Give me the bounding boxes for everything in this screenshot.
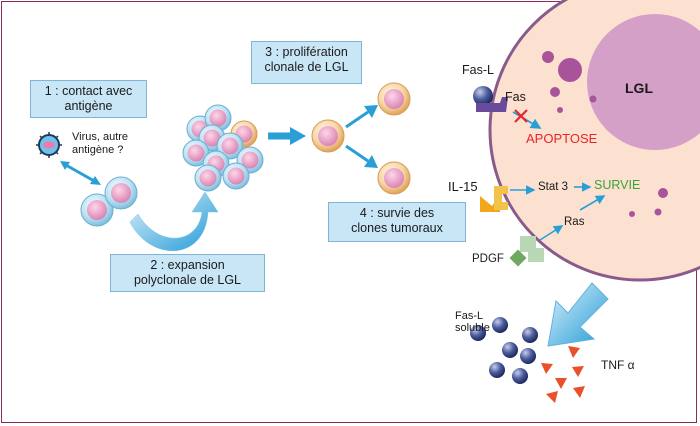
lgl-cell <box>488 0 700 282</box>
clone-branch-arrows <box>345 105 378 168</box>
fas-label: Fas <box>505 90 526 104</box>
step2-box: 2 : expansion polyclonale de LGL <box>110 254 265 292</box>
ras-label: Ras <box>564 216 585 228</box>
step1-box: 1 : contact avec antigène <box>30 80 147 118</box>
tnf-alpha-triangles <box>541 346 585 403</box>
lgl-cluster-polyclonal <box>182 104 264 192</box>
lgl-cells-step1 <box>80 176 138 227</box>
secretion-arrow <box>547 282 609 347</box>
tnf-alpha-label: TNF α <box>601 358 635 372</box>
fasl-soluble-label-line2: soluble <box>455 322 490 334</box>
ras-survie-arrow <box>579 195 606 211</box>
il15-receptor <box>494 186 508 210</box>
step4-line2: clones tumoraux <box>351 221 443 235</box>
fasl-label: Fas-L <box>462 63 494 77</box>
pdgf-receptor <box>520 236 544 262</box>
step2-line2: polyclonale de LGL <box>133 273 242 287</box>
pdgf-ligand <box>509 249 527 267</box>
fas-receptor <box>476 97 508 112</box>
il15-label: IL-15 <box>448 179 478 194</box>
virus-label-line2: antigène ? <box>72 144 124 156</box>
virus-label-line1: Virus, autre <box>72 131 129 143</box>
lgl-label: LGL <box>625 80 653 96</box>
step3-line2: clonale de LGL <box>264 60 349 74</box>
step1-line2: antigène <box>64 99 113 113</box>
fasl-ligand <box>473 86 493 106</box>
stat3-label: Stat 3 <box>538 181 569 193</box>
step3-box: 3 : prolifération clonale de LGL <box>251 41 362 84</box>
virus-icon <box>36 132 62 158</box>
block-x-icon <box>514 109 528 123</box>
lgl-clone-cells <box>311 82 411 195</box>
survie-label: SURVIE <box>594 178 641 192</box>
step4-line1: 4 : survie des <box>359 206 435 220</box>
step4-box: 4 : survie des clones tumoraux <box>328 202 466 242</box>
pdgf-ras-arrow <box>539 225 564 241</box>
fasl-soluble-label-line1: Fas-L <box>455 310 484 322</box>
step3-line1: 3 : prolifération <box>265 45 348 59</box>
step2-to-step3-arrow <box>268 127 306 145</box>
apoptose-label: APOPTOSE <box>526 131 598 146</box>
step2-line1: 2 : expansion <box>150 258 225 272</box>
curved-arrow <box>129 191 219 252</box>
contact-double-arrow <box>60 161 101 185</box>
pdgf-label: PDGF <box>472 253 504 265</box>
step1-line1: 1 : contact avec <box>44 84 133 98</box>
soluble-fasl-spheres <box>470 317 538 384</box>
